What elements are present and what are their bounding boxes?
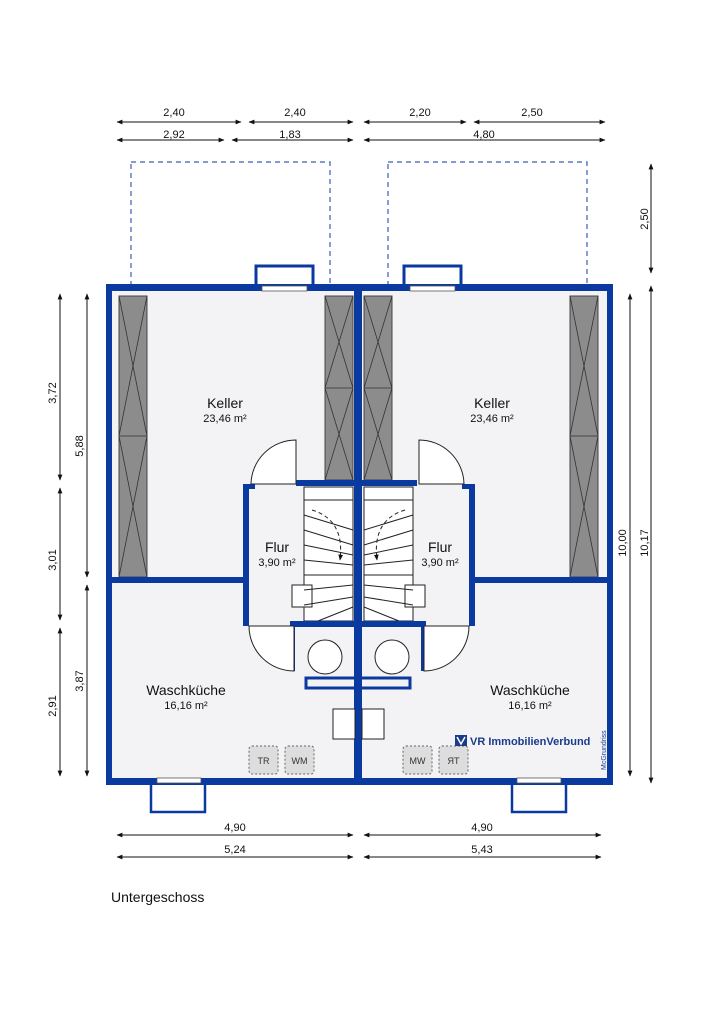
dim-top-6: 1,83 [279,129,300,141]
dim-right-inner: 10,00 [617,529,629,557]
stairs [291,486,426,622]
brand-logo: VR ImmobilienVerbund [455,735,590,748]
appliances: TR WM MW ЯT [248,745,469,775]
sinks [332,708,385,740]
dim-bottom-3: 5,24 [224,844,245,856]
dim-left-4: 5,88 [74,435,86,456]
dim-left-5: 3,87 [74,670,86,691]
dim-left-1: 3,72 [47,382,59,403]
dim-top-4: 2,50 [521,107,542,119]
dim-bottom-1: 4,90 [224,822,245,834]
dim-bottom-4: 5,43 [471,844,492,856]
windows [156,285,562,784]
dryer-left [248,745,279,775]
dim-top-2: 2,40 [284,107,305,119]
appliance-mw-label: MW [410,756,426,766]
room-keller-right-area: 23,46 m² [470,413,514,425]
room-wasch-right-name: Waschküche [490,682,570,698]
dim-top-1: 2,40 [163,107,184,119]
room-wasch-left-name: Waschküche [146,682,226,698]
room-flur-right-name: Flur [428,539,452,555]
room-flur-right-area: 3,90 m² [421,557,459,569]
dim-bottom-2: 4,90 [471,822,492,834]
logo-text: VR ImmobilienVerbund [470,736,590,748]
appliance-rt-label: ЯT [448,756,460,766]
dimension-lines [57,119,654,860]
dim-left-2: 3,01 [47,549,59,570]
tanks [307,639,410,675]
room-flur-left-area: 3,90 m² [258,557,296,569]
door-swings [248,439,470,672]
shelf-crosses [118,295,599,578]
room-keller-left-area: 23,46 m² [203,413,247,425]
dim-top-7: 4,80 [473,129,494,141]
dimension-labels: 2,40 2,40 2,20 2,50 2,92 1,83 4,80 2,50 … [47,107,651,856]
dim-left-3: 2,91 [47,695,59,716]
dim-right-outer: 10,17 [639,529,651,557]
dim-top-3: 2,20 [409,107,430,119]
floor-label: Untergeschoss [111,889,205,905]
room-keller-left-name: Keller [207,395,243,411]
dim-right-terrace: 2,50 [639,208,651,229]
appliance-tr-label: TR [258,756,270,766]
walls [106,284,613,785]
room-keller-right-name: Keller [474,395,510,411]
washer-right [402,745,433,775]
room-flur-left-name: Flur [265,539,289,555]
room-wasch-right-area: 16,16 m² [508,700,552,712]
credit-text: McGrundriss [601,730,608,770]
washer-left [284,745,315,775]
appliance-wm-label: WM [292,756,308,766]
terrace-left-outline [130,161,331,287]
dryer-right [438,745,469,775]
terrace-right-outline [387,161,588,287]
dim-top-5: 2,92 [163,129,184,141]
room-wasch-left-area: 16,16 m² [164,700,208,712]
vr-logo-icon [455,735,467,746]
